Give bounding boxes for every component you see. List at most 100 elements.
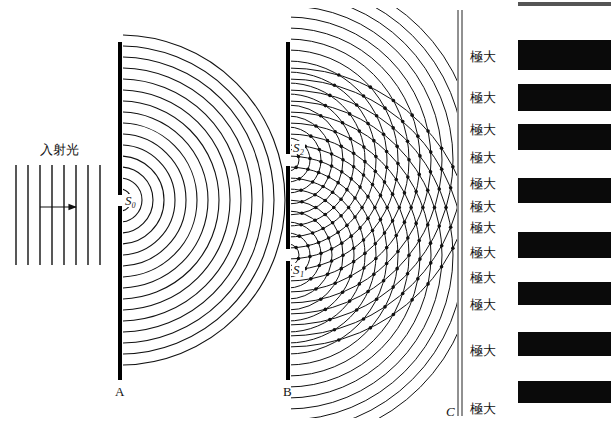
maximum-label: 極大	[469, 246, 497, 259]
wave-arc	[123, 134, 186, 266]
crest-dot	[327, 236, 331, 240]
crest-dot	[366, 122, 370, 126]
slit-label: S₂	[292, 141, 305, 154]
crest-dot	[383, 305, 387, 309]
crest-dot	[337, 338, 341, 342]
crest-dot	[396, 250, 400, 254]
crest-dot	[333, 328, 337, 332]
crest-dot	[403, 191, 407, 195]
crest-dot	[397, 206, 401, 210]
crest-dot	[363, 160, 367, 164]
slit-barrier	[118, 42, 122, 195]
crest-dot	[314, 124, 318, 128]
maximum-label: 極大	[469, 221, 497, 234]
slit-label: S₁	[292, 263, 305, 276]
wave-arc	[291, 134, 409, 376]
crest-dot	[298, 234, 302, 238]
crest-dot	[449, 186, 453, 190]
crest-dot	[353, 215, 357, 219]
wave-arc	[123, 112, 208, 288]
crest-dot	[391, 285, 395, 289]
crest-dot	[372, 139, 376, 143]
crest-dot	[341, 253, 345, 257]
crest-dot	[383, 231, 387, 235]
crest-dot	[372, 273, 376, 277]
wave-arc	[291, 189, 354, 321]
wavefront-line	[51, 165, 52, 265]
crest-dot	[373, 242, 377, 246]
crest-dot	[429, 170, 433, 174]
crest-dot	[347, 206, 351, 210]
crest-dot	[403, 220, 407, 224]
crest-dot	[451, 246, 455, 250]
crest-dot	[299, 223, 303, 227]
crest-dot	[362, 238, 366, 242]
crest-dot	[385, 262, 389, 266]
wave-arc	[123, 101, 219, 299]
crest-dot	[340, 170, 344, 174]
crest-dot	[406, 272, 410, 276]
maximum-label: 極大	[469, 200, 497, 213]
crest-dot	[339, 267, 343, 271]
crest-dot	[341, 290, 345, 294]
crest-dot	[309, 277, 313, 281]
crest-dot	[319, 252, 323, 256]
wavefront-line	[87, 165, 88, 265]
crest-dot	[321, 227, 325, 231]
crest-dot	[348, 112, 352, 116]
crest-dot	[314, 287, 318, 291]
crest-dot	[374, 257, 378, 261]
crest-dot	[426, 223, 430, 227]
crest-dot	[391, 126, 395, 130]
crest-dot	[333, 83, 337, 87]
crest-dot	[331, 221, 335, 225]
wave-arc	[291, 8, 457, 336]
crest-dot	[358, 226, 362, 230]
crest-dot	[440, 167, 444, 171]
wave-arc	[123, 68, 252, 332]
crest-dot	[326, 273, 330, 277]
crest-dot	[319, 160, 323, 164]
crest-dot	[349, 137, 353, 141]
crest-dot	[391, 219, 395, 223]
crest-dot	[426, 189, 430, 193]
spherical-waves	[123, 35, 285, 365]
wave-arc	[291, 112, 431, 398]
incident-wavefronts	[16, 165, 100, 265]
maximum-label: 極大	[469, 402, 497, 415]
crest-dot	[409, 206, 413, 210]
crest-dot	[366, 217, 370, 221]
crest-dot	[406, 139, 410, 143]
wavefront-line	[99, 165, 100, 265]
crest-dot	[318, 148, 322, 152]
barrier-label: A	[115, 385, 124, 398]
wave-arc	[123, 156, 164, 244]
wave-arc	[291, 123, 420, 387]
crest-dot	[306, 167, 310, 171]
wave-arc	[291, 8, 457, 347]
crest-dot	[429, 261, 433, 265]
crest-dot	[348, 299, 352, 303]
crest-dot	[410, 298, 414, 302]
wave-arc	[291, 28, 420, 292]
crest-dot	[321, 185, 325, 189]
crest-dot	[373, 206, 377, 210]
crest-dot	[339, 214, 343, 218]
crest-dot	[379, 194, 383, 198]
crest-dot	[311, 180, 315, 184]
crest-dot	[375, 114, 379, 118]
crest-dot	[440, 146, 444, 150]
crest-dot	[383, 180, 387, 184]
crest-dot	[331, 190, 335, 194]
wave-arc	[291, 127, 321, 193]
crest-dot	[362, 94, 366, 98]
crest-dot	[294, 166, 298, 170]
wave-arc	[291, 79, 457, 418]
crest-dot	[433, 206, 437, 210]
wave-arc	[291, 211, 332, 299]
crest-dot	[382, 132, 386, 136]
crest-dot	[362, 266, 366, 270]
crest-dot	[444, 206, 448, 210]
crest-dot	[451, 165, 455, 169]
crest-dot	[358, 185, 362, 189]
